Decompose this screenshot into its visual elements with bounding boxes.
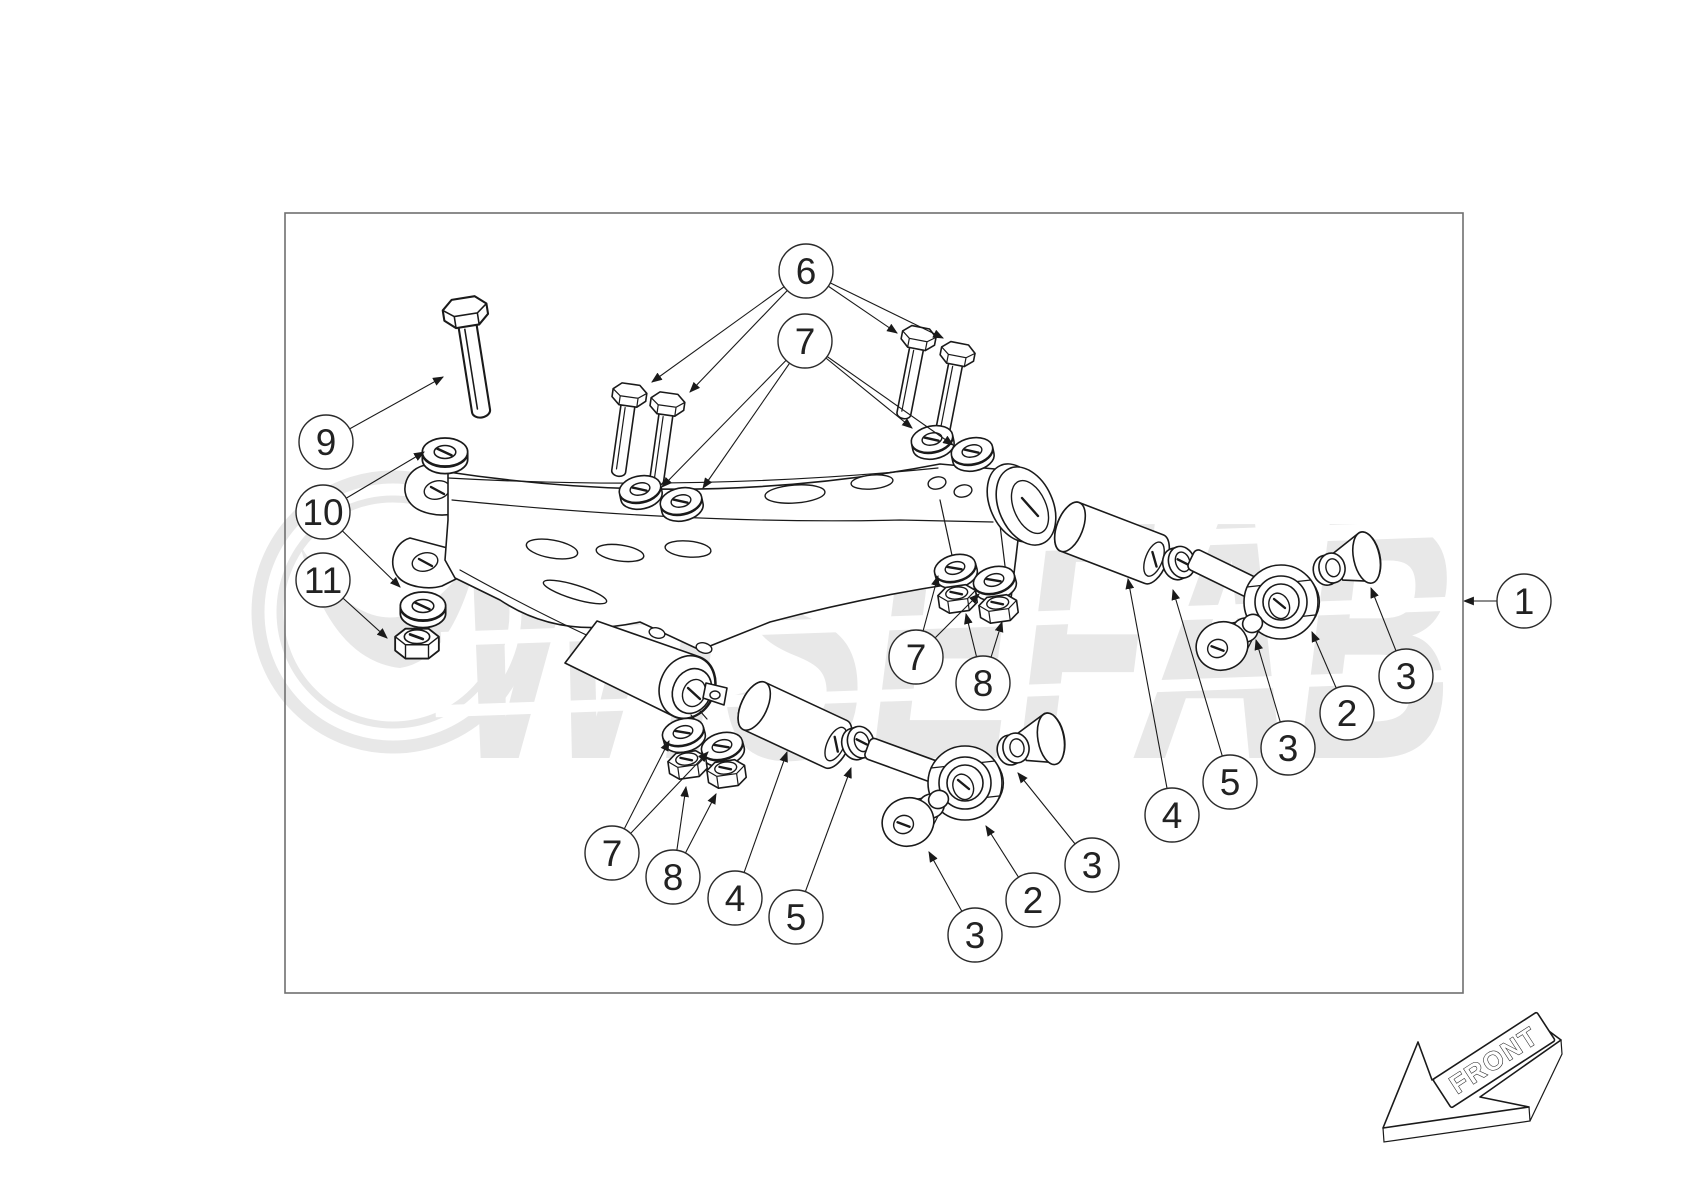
callout-8-number: 8 [973, 663, 994, 704]
callout-4-number: 4 [725, 878, 746, 919]
front-direction-arrow: FRONT [1382, 1011, 1563, 1143]
callout-1-balloon [1496, 573, 1552, 629]
callout-5-leader-line [1171, 588, 1231, 783]
watermark-emblem-inner-ring [276, 495, 510, 729]
callout-10-number: 10 [302, 492, 343, 533]
flat-washer [399, 590, 447, 629]
callout-11-balloon [295, 552, 351, 608]
callout-3-number: 3 [1396, 656, 1417, 697]
callout-7-number: 7 [602, 833, 623, 874]
callout-2-balloon [1005, 872, 1061, 928]
callout-4-number: 4 [1162, 795, 1183, 836]
arm-bushing-tube [564, 620, 728, 723]
callout-7-balloon [888, 629, 944, 685]
arm-cutouts [525, 474, 973, 654]
hex-bolt [885, 323, 939, 423]
callout-2-number: 2 [1337, 693, 1358, 734]
arm-body-plate [444, 463, 1019, 651]
callout-7-number: 7 [906, 637, 927, 678]
arm-pivot-boss [986, 463, 1057, 546]
callout-7-balloon [584, 825, 640, 881]
callout-2-balloon [1319, 685, 1375, 741]
callout-7-balloon [777, 313, 833, 369]
lock-nut [393, 627, 441, 660]
callout-3-balloon [1260, 720, 1316, 776]
callout-7-number: 7 [795, 321, 816, 362]
callout-7-leader-line [661, 340, 806, 488]
callout-3-balloon [947, 907, 1003, 963]
callout-5-number: 5 [1220, 762, 1241, 803]
callout-5-balloon [768, 889, 824, 945]
flat-washer [421, 436, 469, 475]
hardware [393, 293, 1386, 855]
callout-5-number: 5 [786, 897, 807, 938]
hex-bolt [924, 339, 978, 439]
callout-1-number: 1 [1514, 581, 1535, 622]
callout-4-balloon [707, 870, 763, 926]
callout-3-balloon [1378, 648, 1434, 704]
callout-6-number: 6 [796, 251, 817, 292]
callout-3-number: 3 [1082, 845, 1103, 886]
callout-4-balloon [1144, 787, 1200, 843]
callout-6-leader-line [651, 270, 807, 383]
callout-6-balloon [778, 243, 834, 299]
control-arm [391, 463, 1057, 723]
callout-8-balloon [645, 849, 701, 905]
callout-8-number: 8 [663, 857, 684, 898]
callout-5-balloon [1202, 754, 1258, 810]
callout-2-number: 2 [1023, 880, 1044, 921]
hex-bolt-large [440, 293, 505, 422]
callout-3-number: 3 [965, 915, 986, 956]
callout-7-leader-line [804, 340, 954, 446]
callout-7-leader-line [702, 340, 806, 489]
callout-3-number: 3 [1278, 728, 1299, 769]
callout-9-balloon [298, 414, 354, 470]
callout-11-number: 11 [304, 560, 342, 601]
callout-4-leader-line [1125, 577, 1173, 816]
callout-6-leader-line [689, 270, 807, 393]
callout-8-balloon [955, 655, 1011, 711]
drawing-border [284, 212, 1464, 994]
callout-10-balloon [295, 484, 351, 540]
callout-9-number: 9 [316, 422, 337, 463]
callout-3-balloon [1064, 837, 1120, 893]
